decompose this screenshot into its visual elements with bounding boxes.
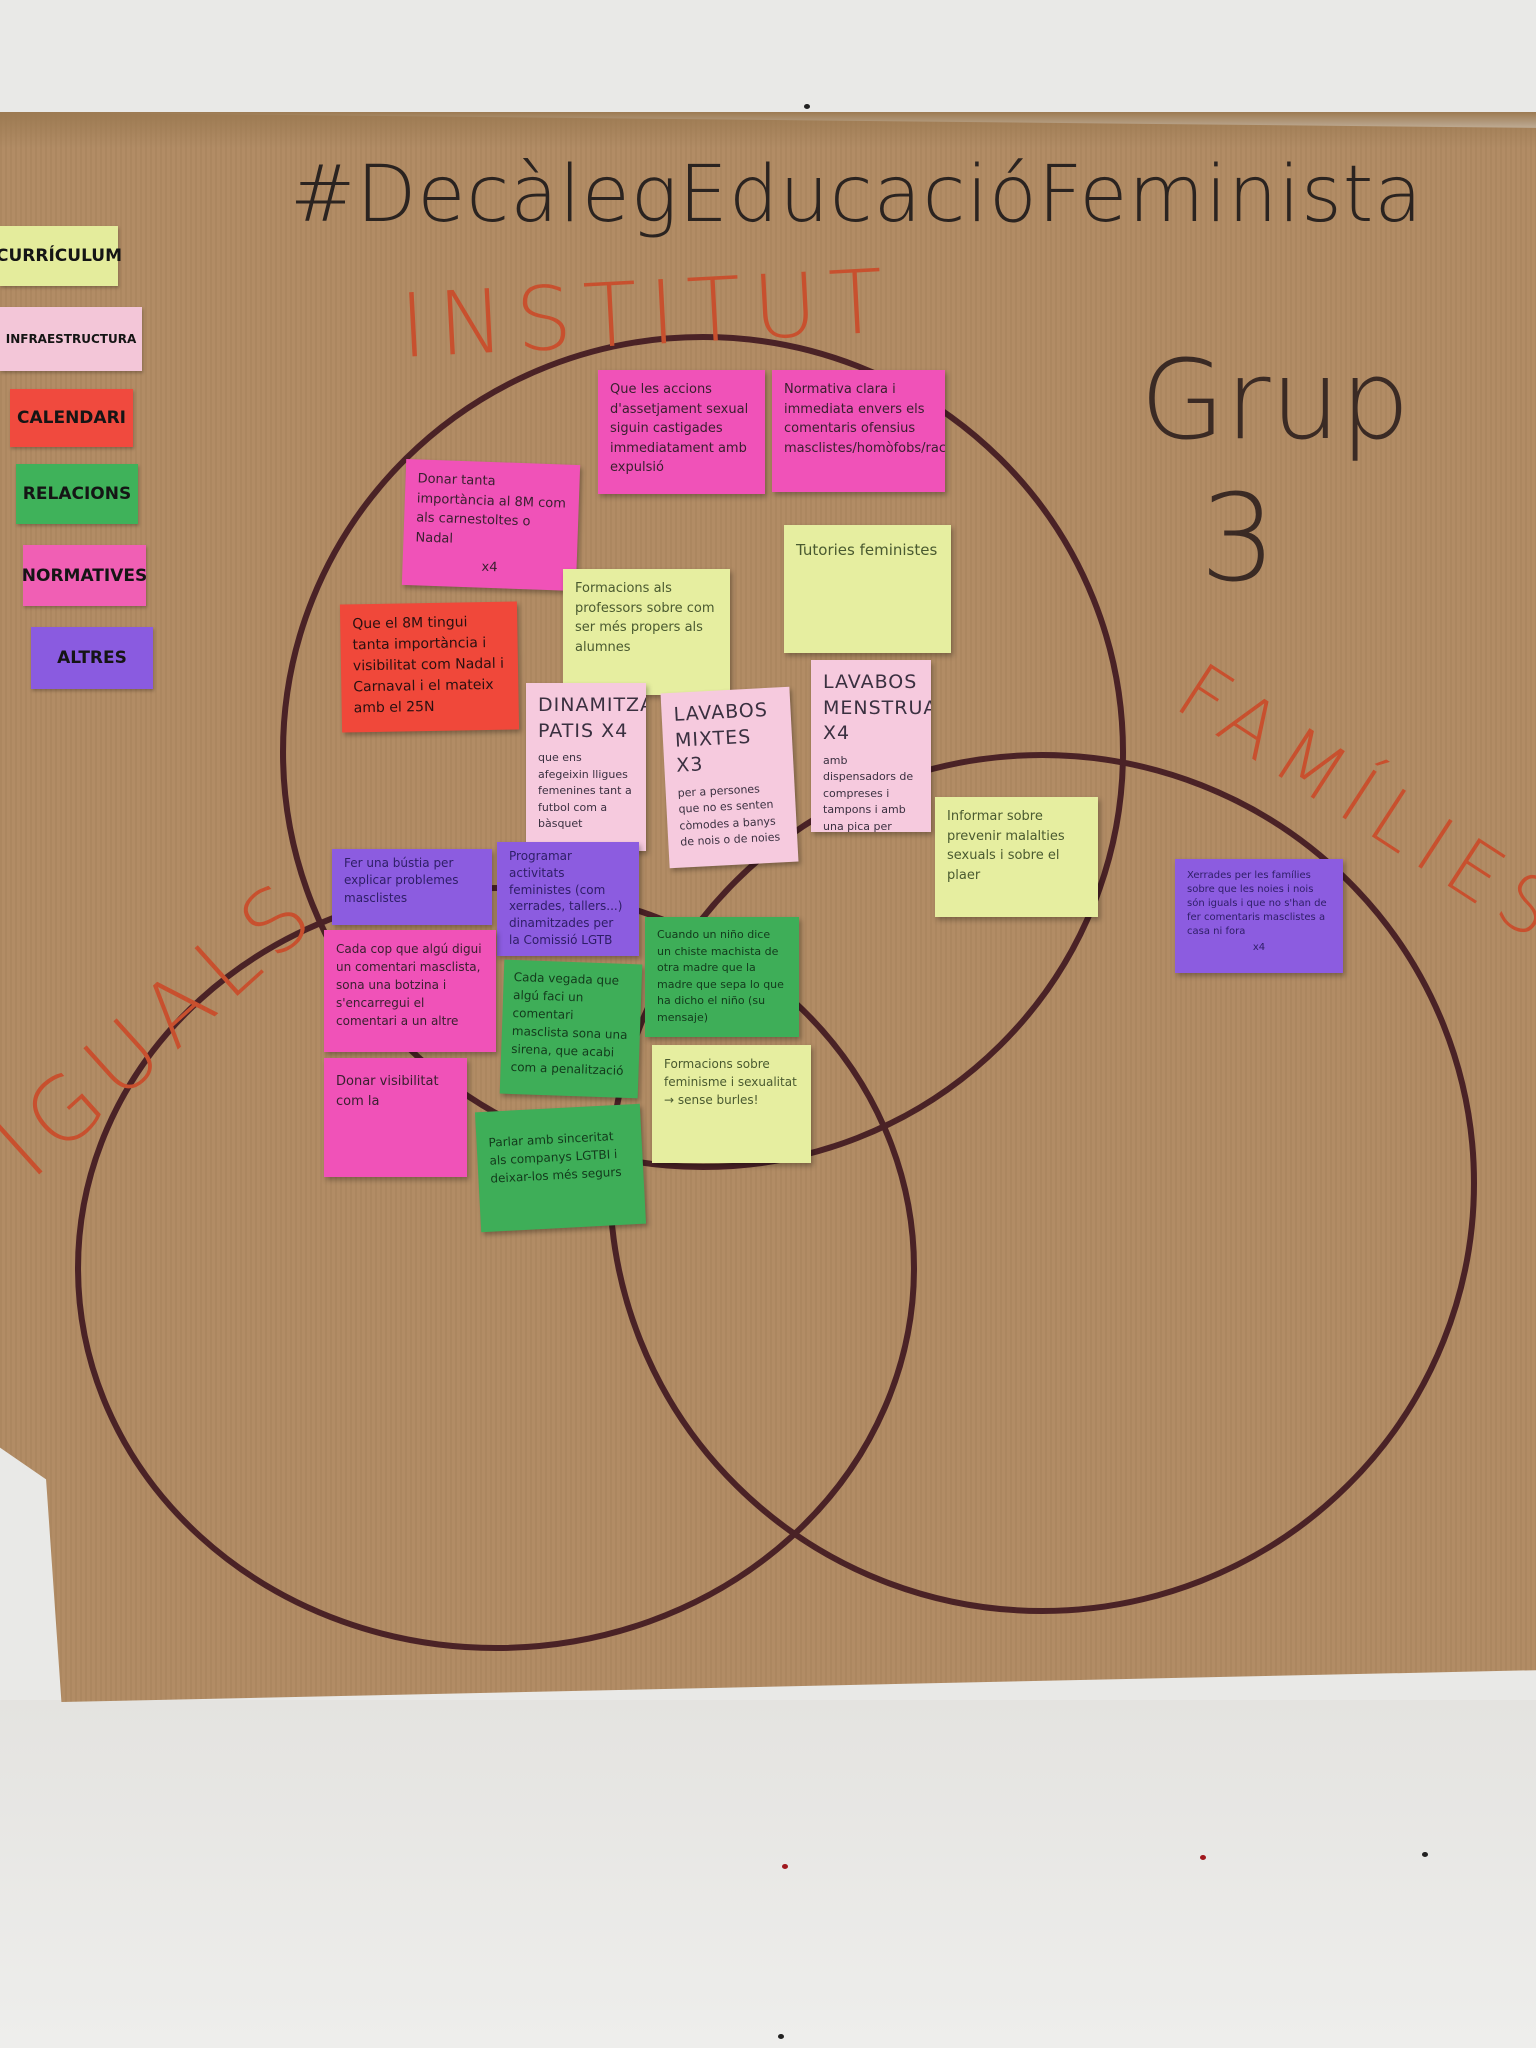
note-text: amb dispensadors de compreses i tampons … [823, 753, 914, 832]
sticky-note: DINAMITZACIÓ PATIS X4 que ens afegeixin l… [526, 683, 646, 851]
legend-altres: ALTRES [31, 627, 153, 689]
venn-circle-iguals [75, 885, 917, 1651]
note-heading: DINAMITZACIÓ PATIS X4 [538, 694, 646, 742]
legend-label: INFRAESTRUCTURA [5, 332, 137, 346]
note-text: que ens afegeixin lligues femenines tant… [538, 751, 632, 831]
note-text: Donar visibilitat com la [336, 1074, 439, 1109]
legend-normatives: NORMATIVES [21, 545, 148, 606]
venn-circle-institut [280, 334, 1126, 1170]
legend-label: NORMATIVES [21, 565, 148, 586]
note-text: Cada vegada que algú faci un comentari m… [510, 969, 628, 1078]
sticky-note: Cada vegada que algú faci un comentari m… [499, 959, 643, 1099]
sticky-note: Programar activitats feministes (com xer… [497, 842, 639, 956]
wall-mark [1200, 1855, 1206, 1860]
note-heading: LAVABOS MIXTES X3 [673, 698, 769, 778]
note-text: Normativa clara i immediata envers els c… [784, 382, 945, 456]
sticky-note: Tutories feministes [784, 525, 951, 653]
sticky-note: LAVABOS MENSTRUALS X4 amb dispensadors de… [811, 660, 931, 832]
note-text: Donar tanta importància al 8M com als ca… [415, 471, 567, 547]
note-text: Informar sobre prevenir malalties sexual… [947, 809, 1065, 883]
legend-label: CALENDARI [17, 408, 126, 428]
legend-relacions: RELACIONS [16, 464, 138, 524]
note-text: Que el 8M tingui tanta importància i vis… [352, 614, 505, 717]
legend-calendari: CALENDARI [10, 389, 133, 447]
poster-title: #DecàlegEducacióFeminista [290, 150, 1424, 240]
sticky-note: Que el 8M tingui tanta importància i vis… [339, 601, 520, 733]
note-text: Cada cop que algú digui un comentari mas… [336, 942, 482, 1028]
note-count: x4 [481, 559, 498, 576]
sticky-note: Fer una bústia per explicar problemes ma… [332, 849, 492, 925]
group-number: 3 [1200, 470, 1277, 609]
paper-fold [0, 112, 1536, 148]
wall-mark [804, 104, 810, 109]
sticky-note: Donar visibilitat com la [324, 1058, 467, 1177]
note-text: Formacions als professors sobre com ser … [575, 581, 715, 655]
note-text: per a persones que no es senten còmodes … [677, 782, 781, 850]
sticky-note: Donar tanta importància al 8M com als ca… [401, 459, 581, 591]
note-text: Xerrades per les famílies sobre que les … [1187, 870, 1327, 937]
note-text: Formacions sobre feminisme i sexualitat … [664, 1057, 797, 1107]
note-heading: LAVABOS MENSTRUALS X4 [823, 671, 931, 745]
legend-label: ALTRES [57, 648, 127, 668]
legend-label: CURRÍCULUM [0, 246, 123, 266]
legend-infraestructura: INFRAESTRUCTURA [0, 307, 142, 371]
sticky-note: Informar sobre prevenir malalties sexual… [935, 797, 1098, 917]
wall [0, 1700, 1536, 2048]
sticky-note: Parlar amb sinceritat als companys LGTBI… [474, 1103, 647, 1233]
sticky-note: Cuando un niño dice un chiste machista d… [645, 917, 799, 1037]
sticky-note: Normativa clara i immediata envers els c… [772, 370, 945, 492]
note-text: Tutories feministes [796, 541, 938, 559]
wall-mark [1422, 1852, 1428, 1857]
note-text: Fer una bústia per explicar problemes ma… [344, 856, 459, 905]
group-label: Grup [1140, 336, 1411, 464]
legend-label: RELACIONS [22, 484, 132, 504]
sticky-note: Formacions als professors sobre com ser … [563, 569, 730, 695]
legend-curriculum: CURRÍCULUM [0, 226, 122, 286]
sticky-note: Formacions sobre feminisme i sexualitat … [652, 1045, 811, 1163]
note-text: Programar activitats feministes (com xer… [509, 849, 623, 947]
note-text: Cuando un niño dice un chiste machista d… [657, 928, 784, 1024]
sticky-note: Que les accions d'assetjament sexual sig… [598, 370, 765, 494]
note-text: Que les accions d'assetjament sexual sig… [610, 382, 749, 475]
sticky-note: Cada cop que algú digui un comentari mas… [324, 930, 496, 1052]
note-text: Parlar amb sinceritat als companys LGTBI… [488, 1129, 622, 1186]
note-count: x4 [1252, 942, 1266, 953]
sticky-note: Xerrades per les famílies sobre que les … [1175, 859, 1343, 973]
wall-mark [782, 1864, 788, 1869]
wall-mark [778, 2034, 784, 2039]
